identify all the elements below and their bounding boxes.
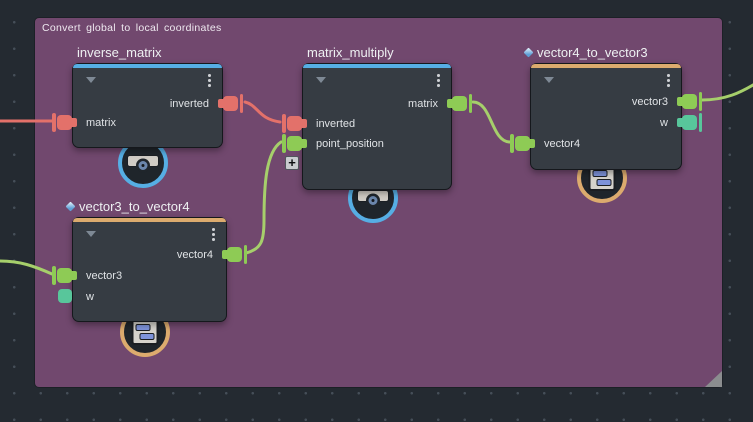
compound-glyph	[131, 319, 159, 345]
output-port-vector4[interactable]	[222, 245, 247, 264]
port-row: inverted	[73, 94, 243, 113]
input-port-vector4[interactable]	[510, 134, 535, 153]
input-port-inverted[interactable]	[282, 114, 307, 133]
node-matrix-multiply[interactable]: matrix_multiply matrix inverted point_po…	[282, 45, 472, 190]
node-vector3-to-vector4[interactable]: vector3_to_vector4 vector4 vector3 w	[52, 199, 247, 322]
collapse-triangle-icon[interactable]	[86, 77, 96, 83]
node-title-text: vector4_to_vector3	[537, 45, 648, 60]
node-accent-bar	[73, 64, 222, 68]
comment-frame-label: Convert global to local coordinates	[42, 22, 222, 34]
node-title: vector3_to_vector4	[65, 199, 190, 214]
node-vector4-to-vector3[interactable]: vector4_to_vector3 vector3 w vector4	[510, 45, 702, 170]
port-row: w	[58, 289, 226, 304]
output-label: matrix	[408, 97, 438, 110]
instance-diamond-icon	[65, 201, 76, 212]
input-port-w[interactable]	[52, 289, 72, 304]
output-port-matrix[interactable]	[447, 94, 472, 113]
wire-vector4-to-point-position[interactable]	[244, 140, 283, 255]
wire-vector3-to-external[interactable]	[700, 83, 753, 102]
input-label: vector4	[544, 137, 581, 150]
output-label: w	[660, 116, 668, 129]
node-menu-icon[interactable]	[667, 74, 670, 88]
wire-external-to-vector3-input[interactable]	[0, 259, 54, 276]
output-port-inverted[interactable]	[218, 94, 243, 113]
port-row: vector3	[531, 92, 702, 111]
collapse-triangle-icon[interactable]	[316, 77, 326, 83]
input-label: w	[86, 290, 94, 303]
input-port-point-position[interactable]	[282, 134, 307, 153]
output-port-vector3[interactable]	[677, 92, 702, 111]
add-input-button[interactable]: +	[285, 156, 299, 170]
node-inverse-matrix[interactable]: inverse_matrix inverted matrix	[52, 45, 243, 148]
input-port-matrix[interactable]	[52, 113, 77, 132]
wire-matrix-to-vector4[interactable]	[471, 100, 512, 144]
input-label: vector3	[86, 269, 123, 282]
instance-diamond-icon	[523, 47, 534, 58]
port-row: point_position	[282, 134, 451, 153]
output-port-w[interactable]	[677, 113, 702, 132]
transform-glyph-lens	[138, 161, 148, 170]
node-menu-icon[interactable]	[437, 74, 440, 88]
input-port-vector3[interactable]	[52, 266, 77, 285]
node-accent-bar	[73, 218, 226, 222]
node-title: matrix_multiply	[307, 45, 394, 60]
input-label: matrix	[86, 116, 116, 129]
frame-resize-handle-icon[interactable]	[705, 371, 722, 387]
output-label: inverted	[169, 97, 209, 110]
node-title: inverse_matrix	[77, 45, 162, 60]
port-row: vector4	[73, 245, 247, 264]
output-label: vector4	[176, 248, 213, 261]
port-row: matrix	[52, 113, 222, 132]
port-row: w	[531, 113, 702, 132]
node-title: vector4_to_vector3	[523, 45, 648, 60]
port-row: matrix	[303, 94, 472, 113]
port-row: inverted	[282, 114, 451, 133]
input-label: point_position	[316, 137, 384, 150]
wire-inverted-to-inverted[interactable]	[243, 100, 282, 124]
output-label: vector3	[631, 95, 668, 108]
input-label: inverted	[316, 117, 356, 130]
node-menu-icon[interactable]	[208, 74, 211, 88]
port-row: vector3	[52, 266, 226, 285]
collapse-triangle-icon[interactable]	[544, 77, 554, 83]
node-title-text: matrix_multiply	[307, 45, 394, 60]
transform-glyph-lens	[368, 196, 378, 205]
node-accent-bar	[531, 64, 681, 68]
node-title-text: inverse_matrix	[77, 45, 162, 60]
node-title-text: vector3_to_vector4	[79, 199, 190, 214]
node-menu-icon[interactable]	[212, 228, 215, 242]
node-accent-bar	[303, 64, 451, 68]
collapse-triangle-icon[interactable]	[86, 231, 96, 237]
port-row: vector4	[510, 134, 681, 153]
